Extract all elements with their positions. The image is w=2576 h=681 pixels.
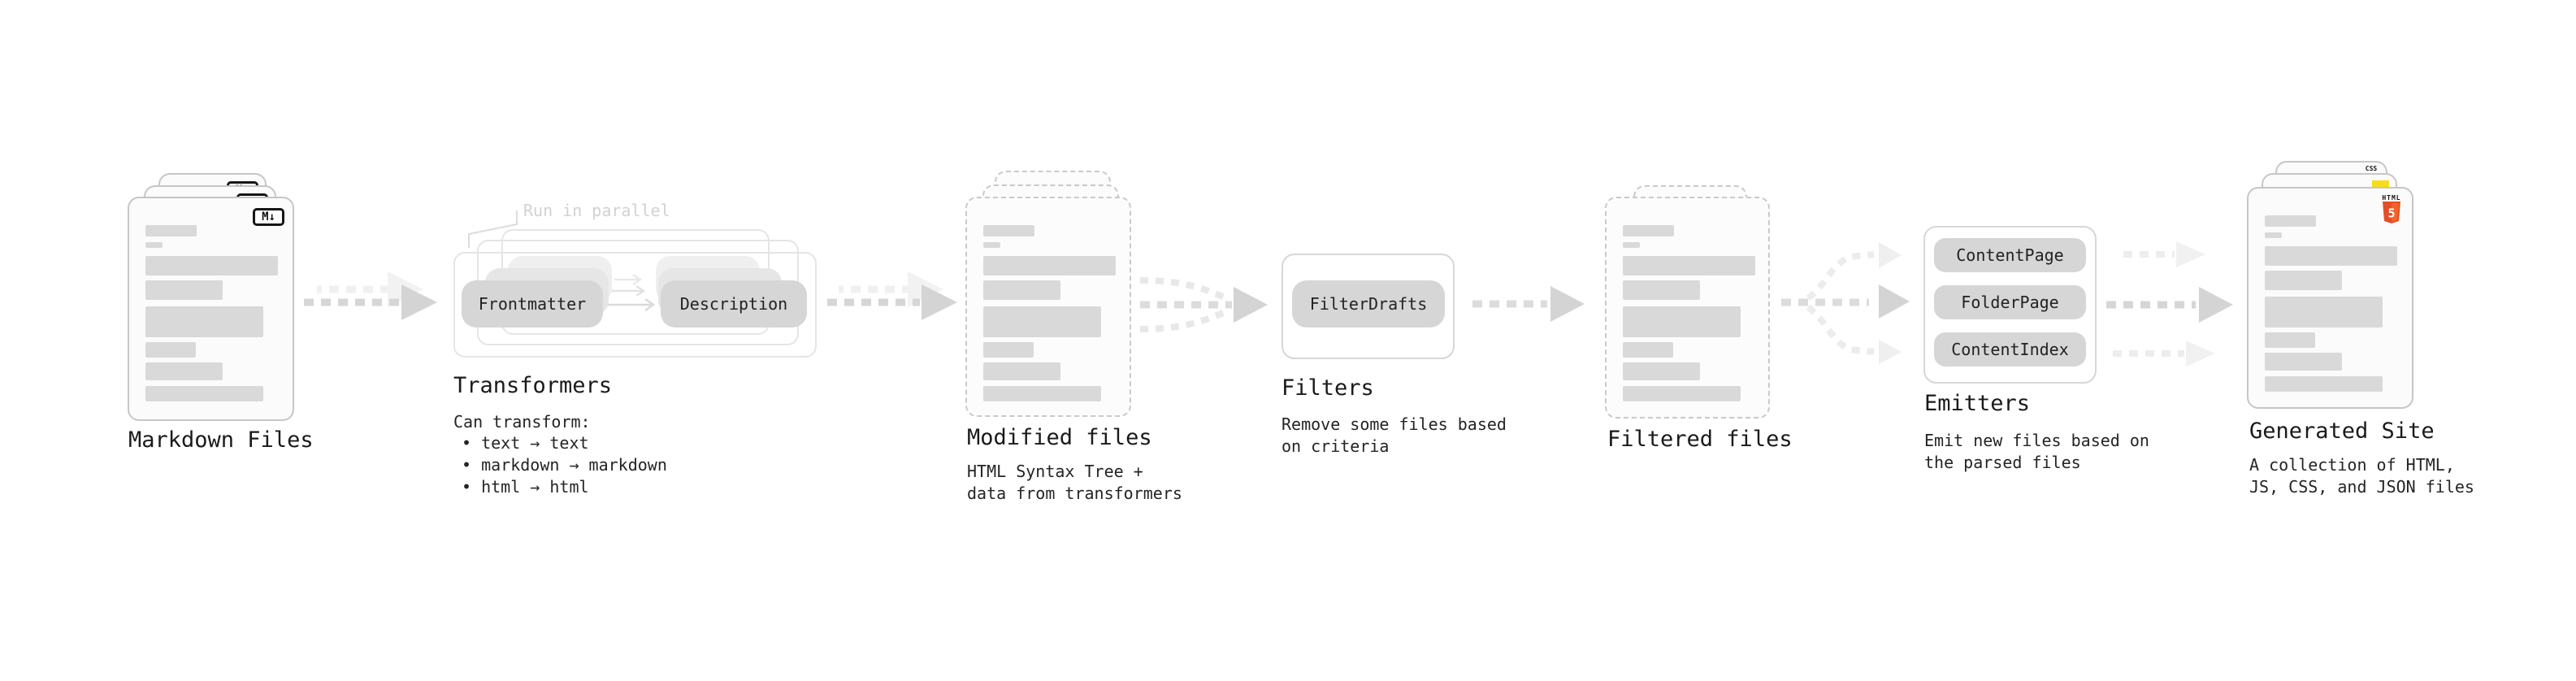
file-card-front bbox=[965, 197, 1131, 417]
arrow-emitters-to-generated bbox=[2106, 241, 2233, 367]
skeleton-bar bbox=[2265, 215, 2316, 227]
markdown-icon: M↓ bbox=[253, 208, 284, 226]
skeleton-bar bbox=[145, 362, 223, 380]
skeleton-bar bbox=[2265, 232, 2282, 238]
stage-label-generated-site: Generated Site bbox=[2249, 419, 2435, 444]
skeleton-bar bbox=[983, 280, 1060, 300]
stage-label-modified-files: Modified files bbox=[967, 425, 1152, 450]
stage-label-emitters: Emitters bbox=[1924, 391, 2031, 416]
generated-site-caption: A collection of HTML, JS, CSS, and JSON … bbox=[2249, 455, 2474, 497]
skeleton-bar bbox=[983, 225, 1034, 236]
html5-icon: HTML 5 bbox=[2382, 194, 2401, 228]
arrow-filters-to-filtered bbox=[1472, 286, 1585, 322]
file-card-front: M↓ bbox=[128, 197, 294, 421]
arrow-markdown-to-transformers bbox=[304, 271, 437, 320]
transformers-caption-title: Can transform: bbox=[453, 412, 591, 432]
filters-caption: Remove some files based on criteria bbox=[1281, 414, 1507, 456]
filter-chip-filterdrafts: FilterDrafts bbox=[1292, 280, 1445, 327]
html5-shield: 5 bbox=[2383, 202, 2400, 223]
skeleton-bar bbox=[983, 242, 1000, 248]
skeleton-bar bbox=[1623, 386, 1741, 401]
skeleton-bar bbox=[2265, 376, 2383, 392]
skeleton-bar bbox=[2265, 332, 2315, 348]
skeleton-bar bbox=[145, 256, 278, 275]
transformers-bullet: • html → html bbox=[462, 477, 589, 497]
skeleton-bar bbox=[2265, 271, 2342, 290]
skeleton-bar bbox=[983, 342, 1034, 358]
skeleton-bar bbox=[145, 306, 263, 337]
transformer-frame-front bbox=[453, 252, 817, 358]
file-card-front bbox=[1605, 197, 1770, 419]
skeleton-bar bbox=[1623, 256, 1755, 275]
transformers-bullet: • text → text bbox=[462, 433, 589, 453]
skeleton-bar bbox=[983, 256, 1116, 275]
emitters-caption: Emit new files based on the parsed files bbox=[1924, 431, 2149, 472]
skeleton-bar bbox=[145, 386, 263, 401]
skeleton-bar bbox=[1623, 242, 1640, 248]
transformers-bullet: • markdown → markdown bbox=[462, 455, 667, 475]
emitter-chip-contentpage: ContentPage bbox=[1934, 238, 2086, 272]
skeleton-bar bbox=[1623, 225, 1674, 236]
skeleton-bar bbox=[983, 386, 1101, 401]
skeleton-bar bbox=[145, 280, 223, 300]
skeleton-bar bbox=[2265, 297, 2383, 327]
modified-files-caption: HTML Syntax Tree + data from transformer… bbox=[967, 462, 1182, 503]
arrow-transformers-to-modified bbox=[827, 271, 957, 320]
stage-label-filters: Filters bbox=[1281, 375, 1374, 401]
stage-label-filtered-files: Filtered files bbox=[1607, 427, 1793, 452]
html5-icon-label: HTML bbox=[2382, 194, 2401, 202]
emitter-chip-folderpage: FolderPage bbox=[1934, 285, 2086, 319]
skeleton-bar bbox=[145, 242, 163, 248]
skeleton-bar bbox=[145, 342, 196, 358]
transformer-chip-frontmatter: Frontmatter bbox=[462, 280, 603, 327]
skeleton-bar bbox=[145, 225, 197, 236]
skeleton-bar bbox=[1623, 280, 1700, 300]
skeleton-bar bbox=[983, 306, 1101, 337]
stage-label-transformers: Transformers bbox=[453, 373, 613, 398]
skeleton-bar bbox=[1623, 342, 1673, 358]
run-in-parallel-note: Run in parallel bbox=[523, 201, 670, 220]
skeleton-bar bbox=[1623, 306, 1741, 337]
arrow-modified-to-filters-merge bbox=[1139, 277, 1268, 332]
file-card-front: HTML 5 bbox=[2247, 187, 2413, 409]
emitter-chip-contentindex: ContentIndex bbox=[1934, 332, 2086, 367]
skeleton-bar bbox=[983, 362, 1060, 380]
css-icon-label: CSS bbox=[2365, 165, 2378, 172]
skeleton-bar bbox=[2265, 246, 2397, 266]
html5-number: 5 bbox=[2387, 206, 2395, 221]
arrow-filtered-to-emitters-fanout bbox=[1781, 242, 1910, 364]
transformer-chip-description: Description bbox=[661, 280, 807, 327]
skeleton-bar bbox=[1623, 362, 1700, 380]
skeleton-bar bbox=[2265, 353, 2342, 371]
stage-label-markdown-files: Markdown Files bbox=[128, 427, 314, 453]
